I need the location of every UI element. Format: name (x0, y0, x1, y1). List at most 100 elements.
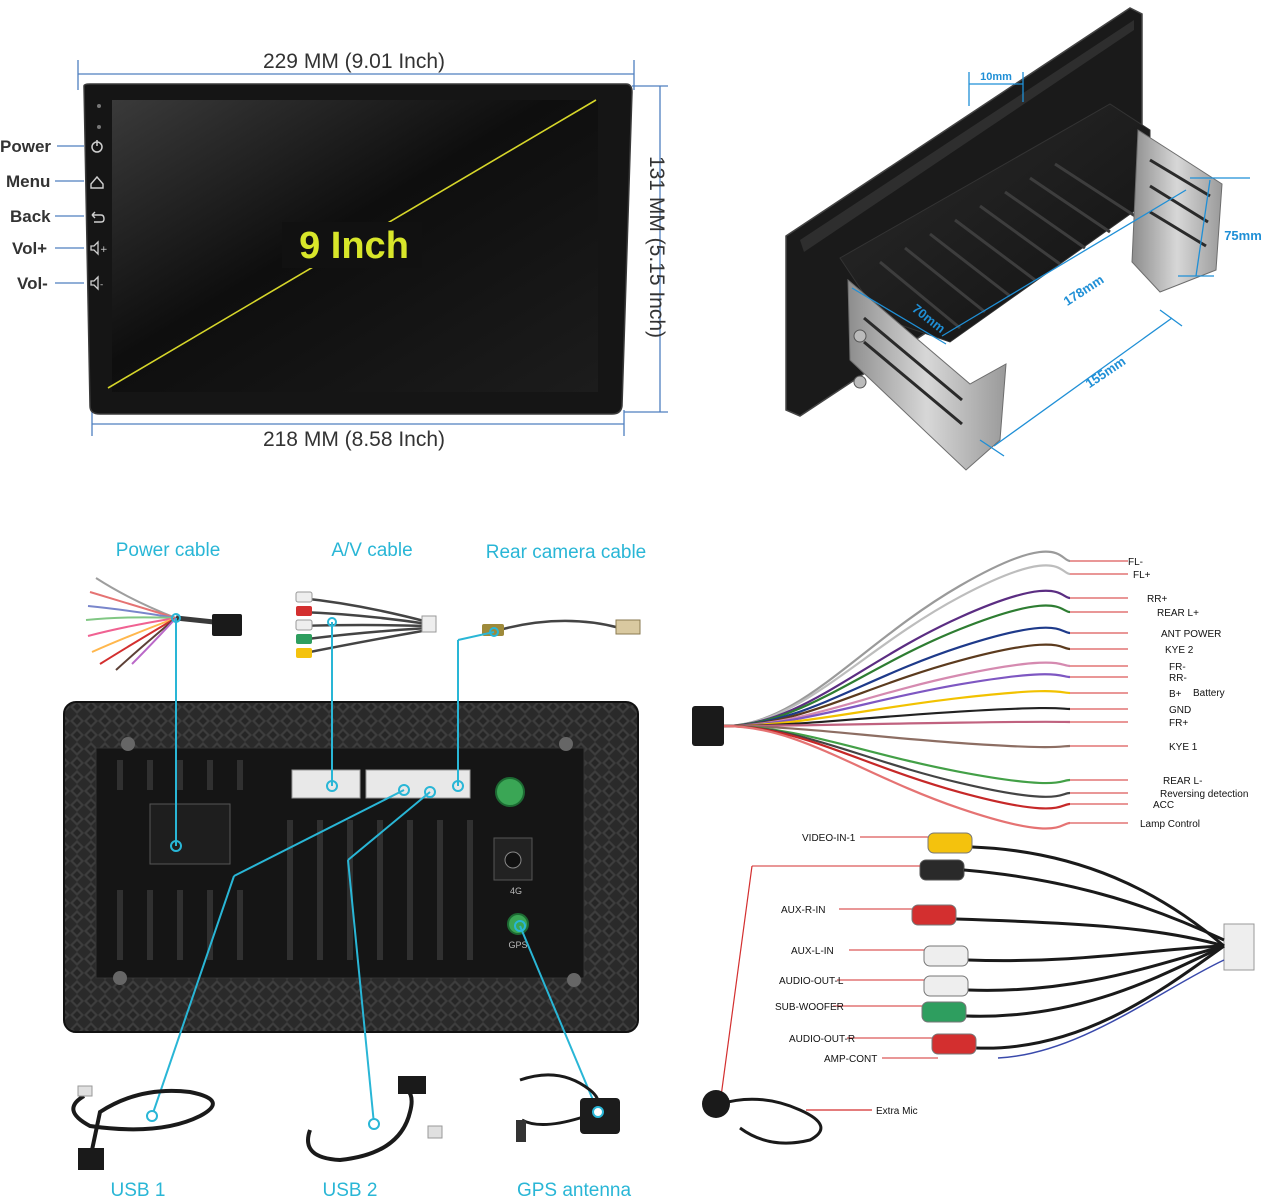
av-cable-title: A/V cable (331, 540, 412, 561)
volume-down-icon (90, 275, 99, 291)
volume-up-icon (90, 240, 99, 256)
harness-wire (723, 589, 1071, 728)
harness-wire (723, 724, 1071, 798)
usb1-cable (71, 1085, 215, 1170)
vol-down-label: Vol- (17, 274, 48, 293)
harness-wire-label: Reversing detection (1160, 789, 1248, 800)
av-wire-label: AUDIO-OUT-R (789, 1034, 855, 1045)
harness-wire-label: REAR L- (1163, 776, 1202, 787)
harness-wire-label: FR- (1169, 662, 1186, 673)
bracket-length-label: 178mm (1061, 272, 1107, 309)
rst-indicator (97, 125, 101, 129)
power-connector-port (149, 803, 231, 865)
harness-wire (723, 604, 1071, 728)
top-width-label: 229 MM (9.01 Inch) (263, 50, 445, 73)
av-cable (965, 944, 1225, 1018)
av-wire-label: AUX-L-IN (791, 946, 834, 957)
harness-wire (723, 626, 1071, 728)
av-cable-thumbnail (295, 591, 437, 658)
gps-antenna-accessory (516, 1073, 620, 1142)
front-side-bracket (847, 278, 1007, 471)
camera-connector-port (365, 769, 471, 799)
svg-text:-: - (100, 280, 103, 290)
harness-wire (723, 550, 1071, 728)
back-button[interactable] (55, 211, 105, 223)
vol-down-button[interactable]: - (55, 275, 103, 291)
usb1-title: USB 1 (111, 1180, 166, 1201)
vol-up-button[interactable]: + (55, 240, 108, 256)
length-dim-line (941, 189, 1187, 337)
av-harness-diagram: VIDEO-IN-1AUX-R-INAUX-L-INAUDIO-OUT-LSUB… (702, 832, 1255, 1145)
usb-plug-icon (78, 1148, 104, 1170)
power-button[interactable] (57, 140, 103, 153)
av-cable (967, 944, 1225, 963)
harness-wire (723, 690, 1071, 728)
rca-plug-icon (923, 945, 969, 967)
av-harness-plug (1223, 923, 1255, 971)
wifi-antenna-port (495, 777, 525, 807)
av-cable (971, 845, 1225, 948)
rca-plug-icon (911, 904, 957, 926)
gps-port-label: GPS (508, 940, 527, 950)
chassis-fins (117, 760, 473, 960)
av-cable (955, 917, 1225, 948)
amp-control-wire (997, 959, 1225, 1059)
mic-indicator (97, 104, 101, 108)
power-button-label: Power (0, 137, 51, 156)
harness-wire (723, 724, 1071, 785)
av-connector-port (291, 769, 361, 799)
harness-wire-label: KYE 2 (1165, 645, 1194, 656)
back-button-label: Back (10, 207, 51, 226)
height-bracket-dim-line (1195, 179, 1211, 277)
rca-plug-icon (927, 832, 973, 854)
av-wire-label: AUX-R-IN (781, 905, 825, 916)
bottom-width-label: 218 MM (8.58 Inch) (263, 428, 445, 451)
power-cable-thumbnail (85, 577, 242, 671)
bracket-dimension-panel: 10mm 75mm 178mm 70mm 155mm (785, 7, 1262, 471)
mic-leader-line (719, 865, 753, 1105)
rear-side-bracket (1131, 129, 1223, 293)
av-labels: VIDEO-IN-1AUX-R-INAUX-L-INAUDIO-OUT-LSUB… (775, 833, 877, 1065)
depth-top-label: 10mm (980, 71, 1012, 83)
back-panel-section: Power cable A/V cable Rear camera cable (63, 540, 647, 1201)
av-wire-label: SUB-WOOFER (775, 1002, 844, 1013)
harness-wire-label: ANT POWER (1161, 629, 1221, 640)
microphone-icon (702, 1090, 730, 1118)
harness-wire-label: RR+ (1147, 594, 1167, 605)
menu-button-label: Menu (6, 172, 50, 191)
usb2-cable (306, 1076, 443, 1163)
connection-leader-lines (151, 618, 599, 1125)
height-label: 131 MM (5.15 Inch) (645, 156, 668, 338)
rca-plug-icon (931, 1033, 977, 1055)
harness-wire (723, 564, 1071, 728)
screen-size-badge (282, 222, 422, 268)
usb2-title: USB 2 (323, 1180, 378, 1201)
harness-wires (723, 550, 1128, 830)
power-cable-title: Power cable (116, 540, 221, 561)
harness-plug (692, 706, 724, 746)
bracket-height-label: 75mm (1224, 228, 1262, 243)
av-cable (963, 868, 1225, 942)
rear-camera-cable-title: Rear camera cable (486, 542, 647, 563)
rca-plug-icon (923, 975, 969, 997)
battery-label: Battery (1193, 688, 1225, 699)
rca-plug-icon (921, 1001, 967, 1023)
screen-dimension-panel: 229 MM (9.01 Inch) 218 MM (8.58 Inch) 13… (0, 50, 668, 451)
av-wire-label: VIDEO-IN-1 (802, 833, 856, 844)
harness-wire-label: FR+ (1169, 718, 1188, 729)
harness-wire-label: REAR L+ (1157, 608, 1199, 619)
menu-button[interactable] (55, 175, 104, 189)
av-wires (752, 832, 1225, 1059)
rear-camera-cable-thumbnail (482, 619, 641, 637)
harness-wire (723, 673, 1071, 728)
harness-wire (723, 643, 1071, 728)
back-icon (91, 211, 105, 223)
harness-wire-label: B+ (1169, 689, 1182, 700)
harness-wire (723, 724, 1071, 810)
screen-size-label: 9 Inch (299, 225, 409, 267)
bottom-length-dim-line (993, 317, 1173, 447)
width-dim-line (851, 287, 947, 345)
